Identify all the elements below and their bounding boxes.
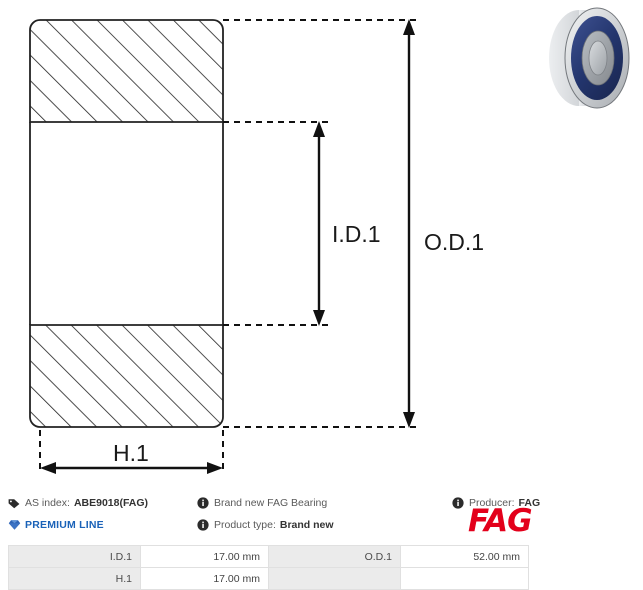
extension-lines xyxy=(39,19,418,472)
info-icon xyxy=(197,519,209,531)
spec-key-h: H.1 xyxy=(8,567,141,590)
info-icon xyxy=(197,497,209,509)
bearing-bore xyxy=(588,40,608,76)
table-row: I.D.1 17.00 mm O.D.1 52.00 mm xyxy=(8,545,529,568)
product-type-label: Product type: xyxy=(214,519,276,531)
info-column-index: AS index: ABE9018(FAG) PREMIUM LINE xyxy=(8,492,148,536)
od-arrow-up xyxy=(403,19,415,35)
description-row: Brand new FAG Bearing xyxy=(197,492,334,514)
od-arrow-down xyxy=(403,412,415,428)
premium-line-label: PREMIUM LINE xyxy=(25,519,104,531)
product-type-row: Product type: Brand new xyxy=(197,514,334,536)
spec-value-empty xyxy=(400,567,529,590)
description-text: Brand new FAG Bearing xyxy=(214,497,328,509)
as-index-row: AS index: ABE9018(FAG) xyxy=(8,492,148,514)
h-arrow-right xyxy=(207,462,223,474)
spec-value-h: 17.00 mm xyxy=(140,567,269,590)
technical-drawing: I.D.1 O.D.1 H.1 xyxy=(29,19,484,474)
inner-diameter-label: I.D.1 xyxy=(332,221,381,247)
height-label: H.1 xyxy=(113,440,149,466)
info-column-producer: Producer: FAG xyxy=(452,492,540,514)
producer-row: Producer: FAG xyxy=(452,492,540,514)
h-arrow-left xyxy=(40,462,56,474)
as-index-label: AS index: xyxy=(25,497,70,509)
product-info-strip: AS index: ABE9018(FAG) PREMIUM LINE xyxy=(0,492,643,540)
lower-section xyxy=(29,324,224,428)
spec-key-empty xyxy=(268,567,401,590)
as-index-value: ABE9018(FAG) xyxy=(73,497,149,509)
spec-value-id: 17.00 mm xyxy=(140,545,269,568)
lower-section-body xyxy=(29,324,224,428)
producer-value: FAG xyxy=(518,497,541,509)
upper-section-body xyxy=(29,19,224,123)
upper-section xyxy=(29,19,224,123)
product-type-value: Brand new xyxy=(279,519,334,531)
outer-diameter-dimension: O.D.1 xyxy=(403,19,484,428)
inner-diameter-dimension: I.D.1 xyxy=(313,121,381,326)
outer-diameter-label: O.D.1 xyxy=(424,229,484,255)
info-icon xyxy=(452,497,464,509)
ball-bearing-photo xyxy=(549,7,630,109)
specification-table: I.D.1 17.00 mm O.D.1 52.00 mm H.1 17.00 … xyxy=(8,545,529,590)
premium-line-row: PREMIUM LINE xyxy=(8,514,148,536)
producer-label: Producer: xyxy=(469,497,515,509)
spec-key-od: O.D.1 xyxy=(268,545,401,568)
gem-icon xyxy=(8,519,21,531)
table-row: H.1 17.00 mm xyxy=(8,567,529,590)
id-arrow-down xyxy=(313,310,325,326)
fag-brand-logo: FAG xyxy=(468,503,533,539)
id-arrow-up xyxy=(313,121,325,137)
tag-icon xyxy=(8,498,20,509)
bearing-cross-section-svg: I.D.1 O.D.1 H.1 xyxy=(29,19,484,474)
bore-walls xyxy=(29,122,224,325)
info-column-description: Brand new FAG Bearing Product type: Bran… xyxy=(197,492,334,536)
height-dimension: H.1 xyxy=(40,440,223,474)
spec-key-id: I.D.1 xyxy=(8,545,141,568)
spec-value-od: 52.00 mm xyxy=(400,545,529,568)
